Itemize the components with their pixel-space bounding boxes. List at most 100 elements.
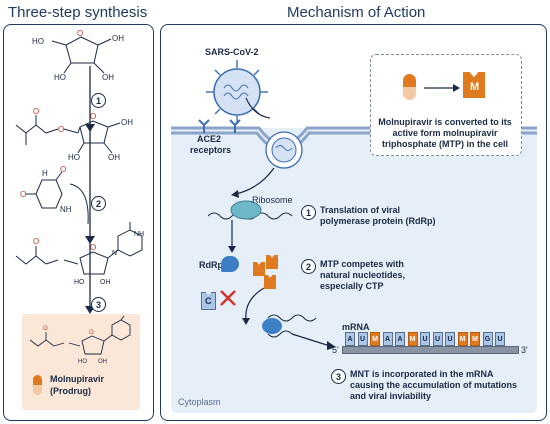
uracil-o-atom-1: O — [60, 166, 66, 174]
blocked-x-icon — [220, 290, 236, 306]
conversion-text-3: triphosphate (MTP) in the cell — [381, 139, 508, 149]
mrna-nucleotide: U — [432, 332, 443, 346]
mtp-molecule-icon-1 — [253, 262, 265, 276]
mrna-nucleotide: U — [445, 332, 455, 346]
uracil-molecule: H O O NH — [20, 166, 72, 214]
conversion-box — [370, 54, 522, 156]
mrna-nucleotide: M — [457, 332, 468, 346]
mtp-icon-label: M — [470, 81, 480, 93]
ace2-label: ACE2 — [197, 134, 222, 144]
molnupiravir-product-box — [22, 314, 140, 410]
prodrug-capsule-icon — [33, 375, 42, 395]
ester-o-atom-1: O — [33, 107, 39, 116]
mtp-molecule-icon-3 — [264, 275, 276, 289]
synthesis-step-2-badge: 2 — [91, 196, 106, 211]
synthesis-step-1-badge: 1 — [91, 93, 106, 108]
rdrp-synthesis-icon — [262, 314, 336, 350]
product-oh-atom: OH — [98, 359, 107, 365]
conversion-text-2: active form molnupiravir — [392, 128, 498, 138]
ace2-receptor-icon — [198, 119, 210, 133]
mechanism-step-3-line-1: MNT is incorporated in the mRNA — [350, 369, 494, 379]
molnupiravir-capsule-icon — [403, 74, 416, 100]
ribose-o-atom: O — [77, 29, 83, 38]
mrna-nucleotide: A — [382, 332, 393, 346]
endocytosed-virus-icon — [265, 131, 303, 169]
mtp-icon — [463, 72, 485, 98]
ace2-receptors-label: receptors — [190, 145, 232, 155]
mechanism-panel — [160, 24, 547, 421]
mrna-3-prime-label: 3' — [521, 345, 528, 355]
ribose-ho-atom-2: HO — [54, 73, 66, 82]
right-panel-title: Mechanism of Action — [287, 4, 426, 21]
conversion-arrow — [424, 84, 460, 92]
uracil-nh-atom: NH — [60, 205, 72, 214]
ester-oh-atom-1: OH — [121, 118, 133, 127]
product-o-atom: O — [43, 326, 48, 332]
mrna-strand — [342, 346, 519, 354]
molnupiravir-molecule: O O HO OH — [29, 316, 131, 365]
mrna-nucleotide: U — [495, 332, 505, 346]
nucleoside-oh-atom: OH — [100, 279, 111, 286]
nucleoside-nh-atom: NH — [134, 231, 144, 238]
mrna-nucleotide: A — [395, 332, 405, 346]
nucleoside-ester-molecule: O O N NH HO OH — [15, 222, 144, 286]
mrna-label: mRNA — [342, 322, 370, 332]
mechanism-step-2-line-3: especially CTP — [320, 281, 384, 291]
ribose-molecule: O HO OH OH HO — [32, 29, 124, 82]
ribose-oh-atom-2: OH — [102, 73, 114, 82]
ribosome-label: Ribosome — [252, 195, 293, 205]
mrna-nucleotide: A — [345, 332, 355, 346]
mechanism-step-3-line-3: and viral inviability — [350, 391, 432, 401]
mechanism-step-3-line-2: causing the accumulation of mutations — [350, 380, 518, 390]
synthesis-step-3-badge: 3 — [91, 297, 106, 312]
mrna-5-prime-label: 5' — [332, 345, 339, 355]
mtp-molecule-icon-2 — [266, 255, 278, 269]
mechanism-step-1-line-2: polymerase protein (RdRp) — [320, 216, 436, 226]
mrna-nucleotide: U — [357, 332, 368, 346]
nucleoside-ho-atom: HO — [74, 279, 85, 286]
cytoplasm-label: Cytoplasm — [178, 397, 221, 407]
ester-oh-atom-2: OH — [108, 153, 120, 160]
mrna-nucleotide: U — [420, 332, 430, 346]
mechanism-step-3-badge: 3 — [331, 369, 346, 384]
virus-entry-arrow — [245, 97, 271, 119]
uracil-o-atom-2: O — [20, 190, 26, 199]
nucleoside-n-atom: N — [112, 250, 117, 257]
mechanism-step-2-line-1: MTP competes with — [320, 259, 404, 269]
left-panel-title: Three-step synthesis — [8, 4, 148, 21]
mrna-nucleotide: G — [482, 332, 493, 346]
rdrp-protein-icon — [221, 256, 239, 272]
ester-o-atom-2: O — [58, 125, 64, 134]
mrna-nucleotide: M — [470, 332, 480, 346]
conversion-text-1: Molnupiravir is converted to its — [378, 117, 512, 127]
ribose-oh-atom-1: OH — [112, 34, 124, 43]
product-ring-o-atom: O — [89, 330, 94, 336]
ctp-nucleotide-label: C — [205, 296, 212, 306]
product-ho-atom: HO — [78, 359, 87, 365]
mtp-incorporation-arrow — [242, 287, 265, 325]
ribosome-icon — [208, 200, 293, 220]
rna-release-arrow — [231, 167, 275, 198]
product-name: Molnupiravir — [50, 374, 105, 384]
ester-ho-atom: HO — [68, 153, 80, 160]
virus-label: SARS-CoV-2 — [205, 47, 259, 57]
mrna-nucleotide: M — [407, 332, 418, 346]
ace2-receptor-icon-2 — [229, 119, 241, 133]
mechanism-step-2-badge: 2 — [301, 259, 316, 274]
mechanism-step-1-line-1: Translation of viral — [320, 205, 401, 215]
ester-ring-o-atom: O — [90, 112, 96, 121]
nucleoside-ring-o-atom: O — [90, 243, 96, 252]
synthesis-panel — [3, 24, 154, 421]
uracil-h-atom: H — [42, 169, 48, 178]
rdrp-label: RdRp — [199, 260, 223, 270]
mechanism-step-2-line-2: natural nucleotides, — [320, 270, 406, 280]
mechanism-step-1-badge: 1 — [301, 205, 316, 220]
nucleoside-o-atom-1: O — [33, 237, 39, 246]
mrna-nucleotide: M — [370, 332, 380, 346]
isobutyryl-ribose-molecule: O O O OH OH HO — [15, 107, 133, 160]
product-subtitle: (Prodrug) — [50, 386, 91, 396]
uracil-merge-arrow — [69, 183, 89, 225]
ribose-ho-atom: HO — [32, 37, 44, 46]
translation-arrow — [228, 220, 236, 253]
